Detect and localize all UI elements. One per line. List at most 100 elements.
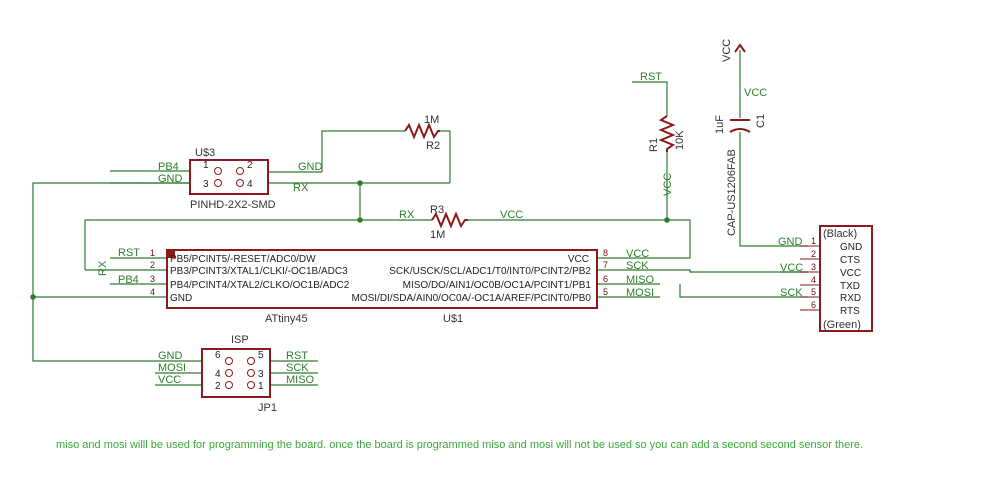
- u3-pin-label: 4: [247, 179, 253, 190]
- ftdi-pin-num: 6: [811, 300, 816, 310]
- net-label-gnd: GND: [158, 173, 183, 185]
- ftdi-pin-name: CTS: [840, 255, 860, 266]
- attiny-pin-name: PB3/PCINT3/XTAL1/CLKI/-OC1B/ADC3: [170, 266, 348, 277]
- resistor-r2[interactable]: 1M R2: [404, 114, 440, 152]
- r1-ref: R1: [648, 138, 660, 152]
- net-label-gnd: GND: [778, 236, 803, 248]
- isp-pin-num: 5: [258, 350, 264, 361]
- attiny-pin-name: MISO/DO/AIN1/OC0B/OC1A/PCINT1/PB1: [403, 280, 592, 291]
- isp-pin-num: 6: [215, 350, 221, 361]
- c1-value: 1uF: [714, 115, 726, 134]
- wire-gnd-rail: [32, 182, 202, 362]
- net-label-vcc: VCC: [744, 87, 767, 99]
- net-label-vcc: VCC: [500, 209, 523, 221]
- r3-value: 1M: [430, 229, 445, 241]
- u3-header[interactable]: 1 2 3 4 U$3 PINHD-2X2-SMD PB4 GND GND RX: [158, 147, 323, 211]
- net-label-miso: MISO: [626, 274, 655, 286]
- net-label-rst: RST: [118, 247, 140, 259]
- vcc-supply-symbol: VCC: [721, 39, 746, 62]
- attiny-body: [166, 249, 598, 309]
- u3-body: [189, 159, 269, 195]
- resistor-r1[interactable]: R1 10K RST VCC: [640, 71, 686, 196]
- ftdi-pin-name: VCC: [840, 268, 861, 279]
- ftdi-pin-name: RTS: [840, 306, 860, 317]
- ftdi-pin-name: TXD: [840, 281, 860, 292]
- isp-pin: [247, 369, 255, 377]
- u3-pin-label: 3: [203, 179, 209, 190]
- vcc-supply-label: VCC: [721, 39, 733, 62]
- r1-zigzag: [658, 115, 676, 152]
- u3-package: PINHD-2X2-SMD: [190, 199, 276, 211]
- wire-sck-pin7: [597, 269, 808, 273]
- net-label-mosi: MOSI: [158, 362, 186, 374]
- isp-pin: [225, 381, 233, 389]
- isp-title: ISP: [231, 334, 249, 346]
- wire-c1-gnd: [739, 132, 808, 247]
- net-label-sck: SCK: [780, 287, 803, 299]
- wire-r2-left: [321, 130, 405, 172]
- net-label-sck: SCK: [626, 260, 649, 272]
- ftdi-pin-num: 2: [811, 249, 816, 259]
- wire-rst-r1: [632, 81, 668, 116]
- u3-ref: U$3: [195, 147, 215, 159]
- attiny-pin-num: 8: [603, 248, 608, 258]
- isp-pin: [247, 357, 255, 365]
- net-label-vcc: VCC: [158, 374, 181, 386]
- programming-note: miso and mosi willl be used for programm…: [56, 439, 863, 451]
- resistor-r3[interactable]: R3 1M RX VCC: [399, 204, 523, 241]
- attiny-pin-name: PB5/PCINT5/-RESET/ADC0/DW: [170, 254, 316, 265]
- net-label-vcc: VCC: [662, 173, 674, 196]
- u3-pin-2: [236, 167, 244, 175]
- r1-value: 10K: [674, 130, 686, 150]
- capacitor-c1[interactable]: CAP-US1206FAB 1uF C1 VCC GND: [714, 87, 803, 248]
- c1-package: CAP-US1206FAB: [726, 149, 738, 236]
- attiny-pin-name: SCK/USCK/SCL/ADC1/T0/INT0/PCINT2/PB2: [389, 266, 591, 277]
- isp-pin-num: 3: [258, 369, 264, 380]
- net-label-gnd: GND: [158, 350, 183, 362]
- net-label-mosi: MOSI: [626, 287, 654, 299]
- net-label-gnd: GND: [298, 161, 323, 173]
- isp-ref: JP1: [258, 402, 277, 414]
- ftdi-pin-num: 5: [811, 287, 816, 297]
- isp-header-jp1[interactable]: ISP JP1 6 4 2 5 3 1 GND MOSI VCC RST SCK…: [158, 334, 315, 414]
- net-label-vcc: VCC: [626, 248, 649, 260]
- attiny-name: ATtiny45: [265, 313, 308, 325]
- net-label-miso: MISO: [286, 374, 315, 386]
- ftdi-pin-name: GND: [840, 242, 862, 253]
- isp-pin: [225, 369, 233, 377]
- junction-dot: [357, 180, 363, 186]
- wire-r2-right: [440, 130, 451, 183]
- attiny-pin-name: VCC: [568, 254, 589, 265]
- isp-pin-num: 4: [215, 369, 221, 380]
- ftdi-pin-num: 3: [811, 262, 816, 272]
- junction-dot: [30, 294, 36, 300]
- ftdi-connector[interactable]: (Black) (Green) 1 2 3 4 5 6 GND CTS VCC …: [780, 225, 873, 332]
- c1-ref: C1: [755, 114, 767, 128]
- u3-pin-4: [236, 179, 244, 187]
- vcc-arrow-icon: [734, 43, 746, 53]
- isp-pin: [247, 381, 255, 389]
- attiny-pin-num: 4: [150, 287, 155, 297]
- isp-body: [201, 348, 271, 398]
- attiny-pin-name: MOSI/DI/SDA/AIN0/OC0A/-OC1A/AREF/PCINT0/…: [351, 293, 591, 304]
- attiny-pin-num: 7: [603, 260, 608, 270]
- r2-zigzag: [404, 122, 440, 140]
- isp-pin-num: 2: [215, 381, 221, 392]
- attiny-pin-name: GND: [170, 293, 192, 304]
- net-label-pb4: PB4: [118, 274, 139, 286]
- net-label-sck: SCK: [286, 362, 309, 374]
- u3-pin-label: 1: [203, 160, 209, 171]
- net-label-rst: RST: [286, 350, 308, 362]
- ftdi-top-label: (Black): [823, 228, 857, 240]
- attiny-pin-num: 6: [603, 274, 608, 284]
- junction-dot: [664, 217, 670, 223]
- attiny45-chip[interactable]: PB5/PCINT5/-RESET/ADC0/DW PB3/PCINT3/XTA…: [97, 247, 655, 325]
- u3-pin-1: [214, 167, 222, 175]
- attiny-pin-num: 3: [150, 274, 155, 284]
- net-label-rx: RX: [293, 182, 309, 194]
- wire-rx-left: [84, 219, 432, 270]
- net-label-pb4: PB4: [158, 161, 179, 173]
- junction-dot: [357, 217, 363, 223]
- attiny-pin-name: PB4/PCINT4/XTAL2/CLKO/OC1B/ADC2: [170, 280, 350, 291]
